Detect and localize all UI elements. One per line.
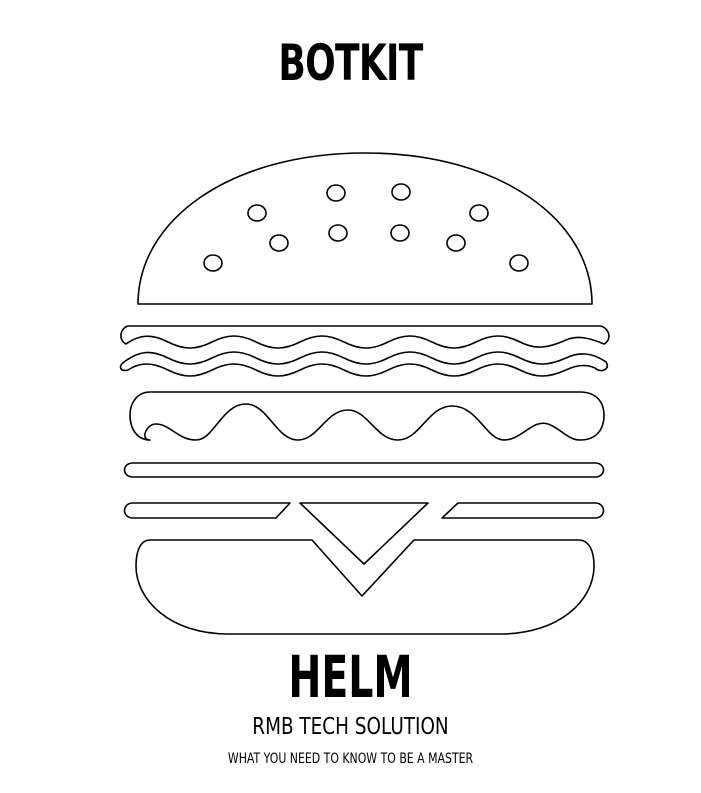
bottom-bun [135, 539, 595, 635]
lettuce-wave [119, 351, 609, 377]
brand-title: BOTKIT [278, 34, 423, 92]
tomato-left [123, 502, 291, 519]
cheese-slice [123, 462, 605, 478]
cheese-triangle [299, 502, 429, 565]
lettuce-layer [120, 325, 610, 349]
top-bun [137, 152, 593, 305]
tomato-right [441, 502, 605, 519]
company-name: RMB TECH SOLUTION [252, 714, 449, 740]
patty [129, 391, 605, 441]
tagline: WHAT YOU NEED TO KNOW TO BE A MASTER [227, 751, 474, 767]
product-title: HELM [288, 643, 413, 711]
sesame-seeds [203, 183, 529, 272]
